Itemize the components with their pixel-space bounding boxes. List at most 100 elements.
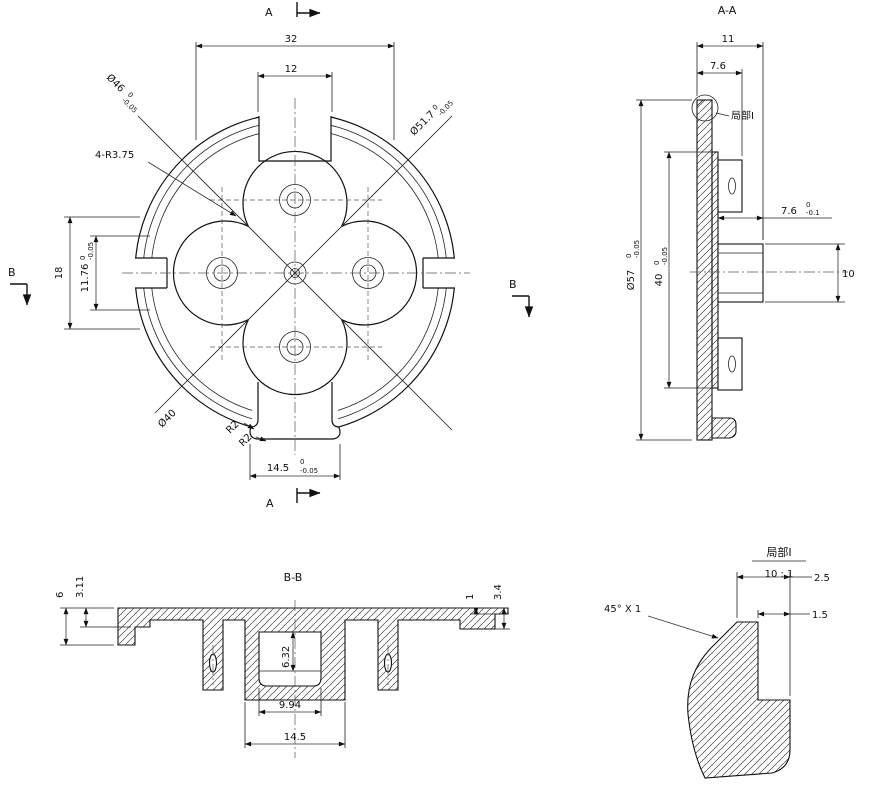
section-marker-a-bottom: A xyxy=(266,488,321,510)
detail-dim-15: 1.5 xyxy=(757,610,828,621)
aa-dim-76b: 7.6 0 -0.1 xyxy=(717,201,832,240)
section-marker-b-left: B xyxy=(8,266,32,306)
aa-hub-wall xyxy=(711,151,719,389)
r2b-text: R2 xyxy=(237,432,254,449)
bb-ear-centerlines xyxy=(212,645,389,685)
bb-dim-994: 9.94 xyxy=(258,688,322,716)
aa-foot xyxy=(711,417,737,439)
dia517-tol-lower: -0.05 xyxy=(437,99,455,117)
aa-dim-76b-text: 7.6 xyxy=(781,206,797,217)
diagonal-leaders xyxy=(137,115,453,431)
detail-chamfer-text: 45° X 1 xyxy=(604,604,641,615)
detail-dim-25-text: 2.5 xyxy=(814,573,830,584)
dim-dia517: Ø51.7 0 -0.05 xyxy=(408,99,455,138)
dia40-text: Ø40 xyxy=(156,407,179,430)
dia517-tol-upper: 0 xyxy=(431,103,440,112)
aa-dim-40: 40 0 -0.05 xyxy=(653,151,714,389)
aa-dia57-tol-lower: -0.05 xyxy=(633,240,641,258)
bb-dim-311-text: 3.11 xyxy=(75,576,86,598)
section-marker-a-top: A xyxy=(265,2,321,19)
bb-dim-994-text: 9.94 xyxy=(279,700,301,711)
marker-b-left-text: B xyxy=(8,266,16,279)
dim-18-text: 18 xyxy=(54,267,65,280)
section-aa-view: A-A 局部I 11 7.6 xyxy=(625,4,855,441)
detail-dim-25: 2.5 xyxy=(736,572,830,696)
aa-dia57-text: Ø57 xyxy=(625,270,637,291)
aa-dim-76b-tol-lower: -0.1 xyxy=(806,209,820,217)
aa-mid-boss-edges xyxy=(718,252,763,294)
dim-1176-tol-lower: -0.05 xyxy=(87,242,95,260)
bb-dim-145: 14.5 xyxy=(244,702,346,748)
bb-dim-6-text: 6 xyxy=(55,592,66,598)
aa-mid-boss xyxy=(717,243,764,303)
dia517-text: Ø51.7 xyxy=(408,108,438,138)
dim-32-text: 32 xyxy=(285,34,298,45)
bb-dim-34-text: 3.4 xyxy=(493,584,504,600)
dim-145-tol-lower: -0.05 xyxy=(300,467,318,475)
dim-12-text: 12 xyxy=(285,64,298,75)
dim-32: 32 xyxy=(195,34,395,140)
r2a-text: R2 xyxy=(224,419,241,436)
dim-1176-text: 11.76 xyxy=(80,264,91,293)
section-bb-title: B-B xyxy=(284,571,303,584)
fillet-text: 4-R3.75 xyxy=(95,150,134,161)
marker-b-right-text: B xyxy=(509,278,517,291)
section-aa-title: A-A xyxy=(718,4,737,17)
marker-a-top-text: A xyxy=(265,6,273,19)
section-bb-view: B-B 6 3.11 1 xyxy=(55,571,510,758)
aa-dim-40-tol-lower: -0.05 xyxy=(661,247,669,265)
dim-dia46: Ø46 0 -0.05 xyxy=(104,72,139,115)
dim-145-text: 14.5 xyxy=(267,463,289,474)
aa-dim-76: 7.6 xyxy=(696,61,743,156)
detail-section-shape xyxy=(687,621,791,779)
aa-rim-chamfer-edge xyxy=(696,99,704,107)
bb-cross-section xyxy=(117,607,509,701)
bb-dim-1-text: 1 xyxy=(465,594,476,600)
dim-dia40: Ø40 xyxy=(156,407,179,430)
aa-dim-10-text: 10 xyxy=(842,269,855,280)
centerlines xyxy=(122,98,470,455)
aa-bottom-ear xyxy=(717,337,743,391)
detail-callout: 局部I xyxy=(691,94,754,122)
marker-a-bottom-text: A xyxy=(266,497,274,510)
aa-dim-40-text: 40 xyxy=(654,274,665,287)
bb-dim-632: 6.32 xyxy=(281,631,296,672)
aa-dim-11-text: 11 xyxy=(722,34,735,45)
dim-1176-tol-upper: 0 xyxy=(79,256,87,260)
aa-dim-40-tol-upper: 0 xyxy=(653,261,661,265)
aa-dim-10: 10 xyxy=(765,243,855,303)
detail-scale: 10 : 1 xyxy=(765,569,794,580)
dia46-tol-upper: 0 xyxy=(126,91,135,100)
dia46-tol-lower: -0.05 xyxy=(120,96,138,114)
dim-145-tol-upper: 0 xyxy=(300,458,304,466)
dia46-text: Ø46 xyxy=(104,72,127,95)
bb-dim-34: 3.4 xyxy=(493,584,510,630)
aa-dim-76-text: 7.6 xyxy=(710,61,726,72)
section-marker-b-right: B xyxy=(509,278,534,318)
detail-view: 局部I 10 : 1 2.5 1.5 45° X 1 xyxy=(604,545,830,779)
dim-fillet: 4-R3.75 xyxy=(95,150,237,217)
detail-dim-15-text: 1.5 xyxy=(812,610,828,621)
aa-top-ear-hole xyxy=(728,177,736,195)
dim-145: 14.5 0 -0.05 xyxy=(249,444,341,480)
bb-dim-632-text: 6.32 xyxy=(281,646,292,668)
bb-dim-145-text: 14.5 xyxy=(284,732,306,743)
aa-dim-11: 11 xyxy=(696,34,764,240)
aa-top-ear xyxy=(717,159,743,213)
dim-18: 18 xyxy=(54,216,140,330)
aa-dim-76b-tol-upper: 0 xyxy=(806,201,810,209)
bb-dim-311: 3.11 xyxy=(75,576,131,628)
aa-dia57-tol-upper: 0 xyxy=(625,254,633,258)
detail-callout-circle xyxy=(691,94,719,122)
aa-bottom-ear-hole xyxy=(728,355,736,373)
dim-1176: 11.76 0 -0.05 xyxy=(79,235,150,311)
dim-12: 12 xyxy=(257,64,333,112)
aa-dim-dia57: Ø57 0 -0.05 xyxy=(625,99,692,441)
detail-chamfer-note: 45° X 1 xyxy=(604,604,719,639)
aa-flange-disc xyxy=(696,99,713,441)
detail-callout-label: 局部I xyxy=(731,109,754,122)
detail-title: 局部I xyxy=(766,545,791,559)
front-view: 32 12 Ø46 0 -0.05 Ø51.7 0 -0.05 4-R3.75 xyxy=(8,2,534,510)
